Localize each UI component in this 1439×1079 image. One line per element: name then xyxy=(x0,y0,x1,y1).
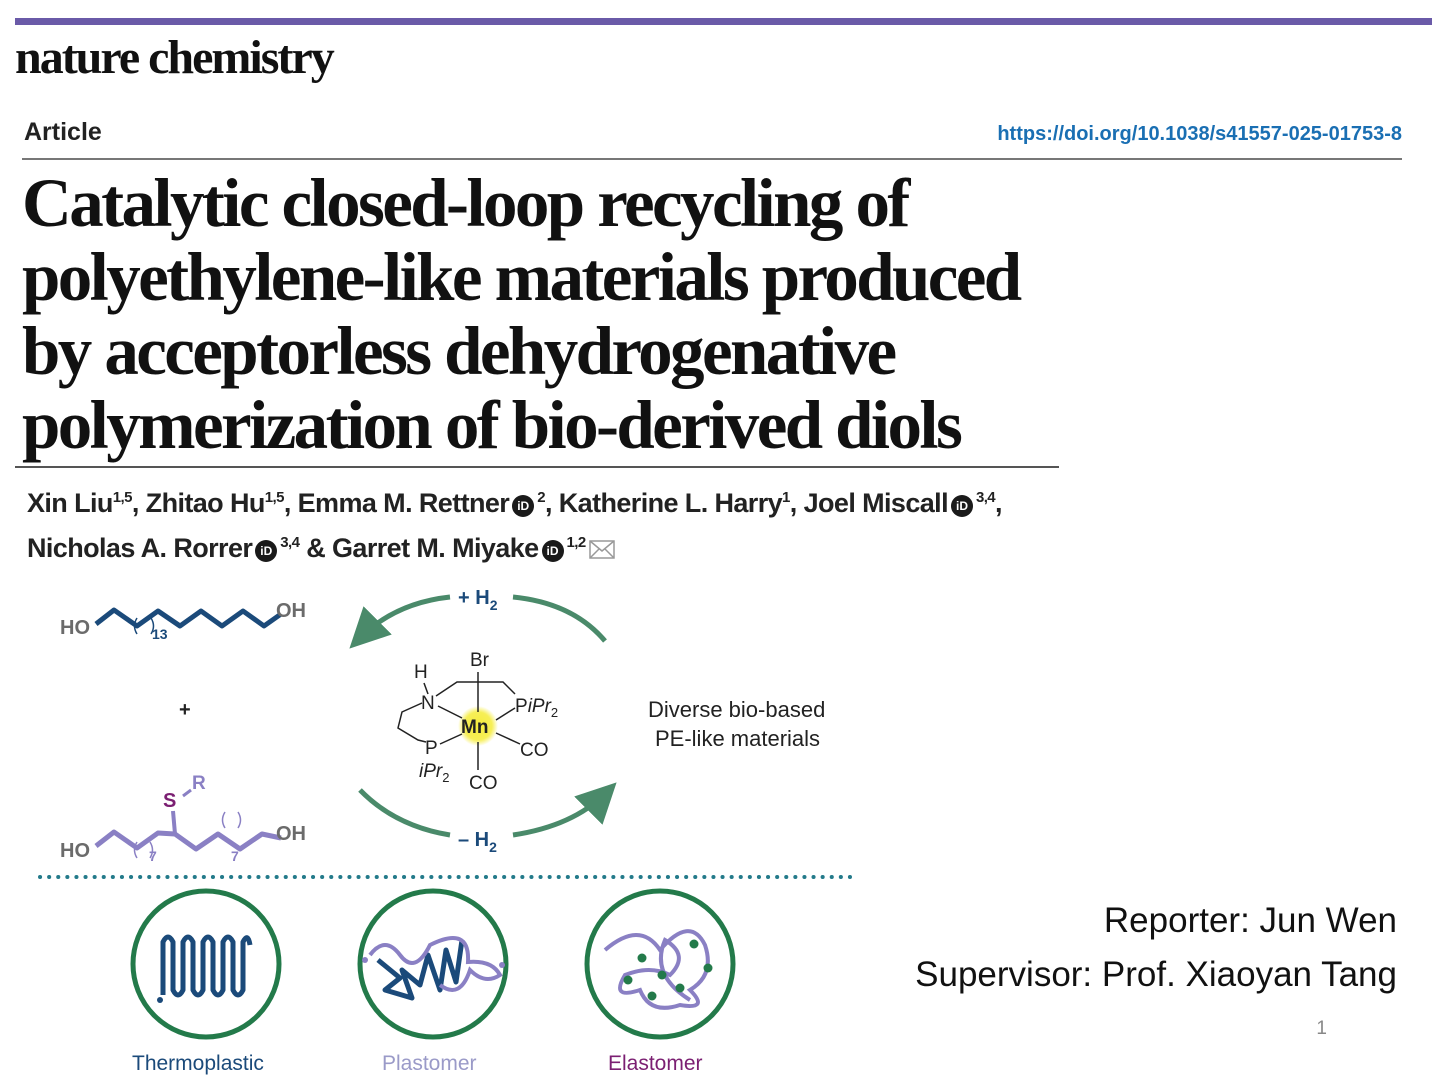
mn-highlight xyxy=(458,706,498,746)
author-separator: , xyxy=(283,488,298,518)
title-line: by acceptorless dehydrogenative xyxy=(22,313,897,389)
thermoplastic-label: Thermoplastic xyxy=(132,1052,264,1075)
doi-link[interactable]: https://doi.org/10.1038/s41557-025-01753… xyxy=(997,123,1402,145)
plus-sign: + xyxy=(179,699,191,721)
orcid-icon[interactable]: iD xyxy=(255,540,278,562)
title-line: Catalytic closed-loop recycling of xyxy=(22,165,910,241)
affiliation-marker: 1,2 xyxy=(566,534,587,551)
catalyst-co-2: CO xyxy=(469,773,498,794)
thioether-diol-structure: HO S R OH 7 7 xyxy=(60,773,306,864)
header-rule xyxy=(22,158,1402,160)
affiliation-marker: 1 xyxy=(782,489,790,506)
page-number: 1 xyxy=(1316,1018,1327,1039)
author: Katherine L. Harry1 xyxy=(558,488,791,518)
title-rule xyxy=(15,466,1059,468)
catalyst-br: Br xyxy=(470,650,490,671)
author-name[interactable]: Joel Miscall xyxy=(803,488,949,518)
elastomer-label: Elastomer xyxy=(608,1052,703,1075)
paper-title: Catalytic closed-loop recycling of polye… xyxy=(22,166,1282,462)
affiliation-marker: 3,4 xyxy=(280,534,300,551)
author-separator: & xyxy=(299,533,333,563)
author-name[interactable]: Garret M. Miyake xyxy=(332,533,539,563)
affiliation-marker: 1,5 xyxy=(264,489,285,506)
plastomer-icon xyxy=(357,888,509,1040)
author-name[interactable]: Zhitao Hu xyxy=(145,488,266,518)
author: Xin Liu1,5 xyxy=(27,488,132,518)
plastomer-label: Plastomer xyxy=(382,1052,477,1075)
title-line: polymerization of bio-derived diols xyxy=(22,387,963,463)
journal-name: nature chemistry xyxy=(15,31,335,84)
diol1-ho: HO xyxy=(60,617,90,639)
catalyst-co-1: CO xyxy=(520,740,549,761)
author-name[interactable]: Nicholas A. Rorrer xyxy=(27,533,253,563)
author-separator: , xyxy=(789,488,804,518)
arrow-bottom-right xyxy=(512,782,617,838)
reporter-text: Reporter: Jun Wen xyxy=(1103,901,1397,940)
diol2-chain xyxy=(94,829,282,852)
catalyst-h: H xyxy=(414,662,428,683)
r-group: R xyxy=(192,773,206,794)
catalyst-mn: Mn xyxy=(461,717,488,738)
author-separator: , xyxy=(995,488,1002,518)
author-name[interactable]: Xin Liu xyxy=(27,488,113,518)
article-type: Article xyxy=(24,118,102,146)
affiliation-marker: 3,4 xyxy=(975,489,996,506)
diol1-repeat: 13 xyxy=(152,626,168,642)
diol2-repeat-1: 7 xyxy=(149,848,157,864)
supervisor-text: Supervisor: Prof. Xiaoyan Tang xyxy=(915,955,1397,994)
diol1-oh: OH xyxy=(276,600,306,622)
diol2-repeat-2: 7 xyxy=(231,848,239,864)
title-line: polyethylene-like materials produced xyxy=(22,239,1022,315)
author-name[interactable]: Katherine L. Harry xyxy=(558,488,783,518)
affiliation-marker: 1,5 xyxy=(112,489,133,506)
sulfur-atom: S xyxy=(163,790,176,812)
orcid-icon[interactable]: iD xyxy=(512,495,535,517)
author: Zhitao Hu1,5 xyxy=(145,488,285,518)
graphical-abstract: HO OH 13 + HO S R OH 7 7 + H2 – H2 xyxy=(38,587,857,1075)
diol2-ho: HO xyxy=(60,840,90,862)
thermoplastic-icon xyxy=(130,888,282,1040)
orcid-icon[interactable]: iD xyxy=(541,540,564,562)
affiliation-marker: 2 xyxy=(537,489,545,506)
catalyst-p-top: PiPr2 xyxy=(515,696,558,720)
diol2-oh: OH xyxy=(276,823,306,845)
author-separator: , xyxy=(544,488,559,518)
email-icon[interactable] xyxy=(588,540,615,559)
diol1-chain xyxy=(94,607,283,629)
author-name[interactable]: Emma M. Rettner xyxy=(297,488,510,518)
arrow-bottom-left xyxy=(358,788,451,838)
top-accent-bar xyxy=(15,18,1432,25)
author-list: Xin Liu1,5, Zhitao Hu1,5, Emma M. Rettne… xyxy=(27,478,1107,568)
hydrogenation-label: + H2 xyxy=(458,587,498,613)
c16-diol-structure: HO OH 13 xyxy=(60,600,306,642)
mn-pincer-catalyst: Br H N Mn PiPr2 P iPr2 CO CO xyxy=(397,650,558,794)
arrow-top-left xyxy=(349,594,451,649)
result-line-2: PE-like materials xyxy=(655,726,820,751)
catalyst-n: N xyxy=(421,693,435,714)
author-separator: , xyxy=(131,488,146,518)
catalyst-p-bottom: P xyxy=(425,738,438,759)
arrow-top-right xyxy=(512,594,607,643)
result-line-1: Diverse bio-based xyxy=(648,697,825,722)
orcid-icon[interactable]: iD xyxy=(950,495,973,517)
catalyst-ipr-bottom: iPr2 xyxy=(419,761,449,785)
elastomer-icon xyxy=(584,888,736,1040)
dehydrogenation-label: – H2 xyxy=(458,829,497,855)
